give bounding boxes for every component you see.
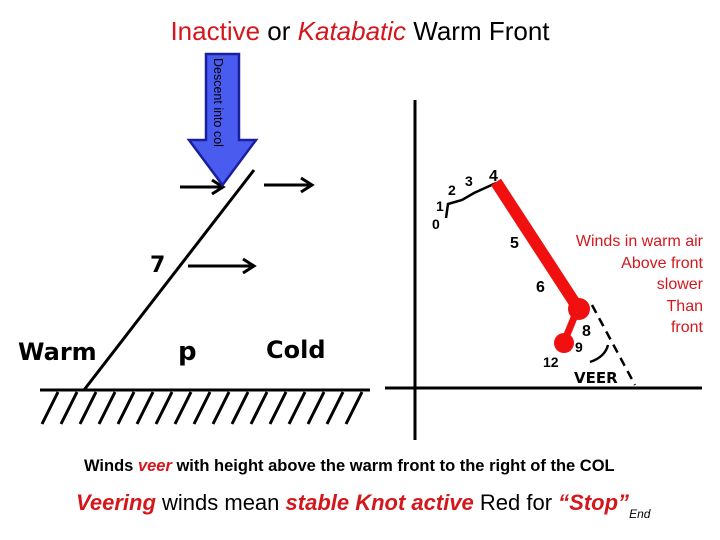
end-link[interactable]: End [629,507,651,521]
hodograph-labels: 0 1 2 3 4 5 6 8 9 12 [432,168,591,370]
note-line: Winds in warm air [575,233,703,250]
ground-hatch [97,391,117,425]
note-line: Above front [621,254,703,272]
point-label: 5 [510,235,519,252]
caption-stop: “Stop” [558,490,630,515]
point-label: 1 [436,198,444,214]
hodograph-trace [444,181,497,219]
height-label: 7 [150,253,165,278]
dashed-front-line [590,304,637,386]
veer-label: VEER [574,369,618,387]
ground-hatch [306,391,326,425]
title-inactive: Inactive [170,16,261,46]
point-label: 12 [543,354,559,370]
ground-hatch [249,391,269,425]
descent-label: Descent into col [211,58,225,147]
ground-hatch [287,391,307,425]
point-label: 3 [465,173,473,189]
ground-hatch [59,391,79,425]
wind-arrow [180,178,226,196]
ground-hatch [192,391,212,425]
caption-text: Winds [84,457,138,475]
warm-label: Warm [18,338,97,366]
ground-hatch [211,391,231,425]
caption-veer-word: veer [137,457,172,475]
point-label: 8 [582,323,591,340]
cold-label: Cold [266,336,326,364]
title-warm-front: Warm Front [406,16,550,46]
caption-veering: Veering winds mean stable Knot active Re… [76,490,650,521]
caption-text: Red for [473,490,559,515]
hodograph-axes [385,100,702,440]
descent-arrow: Descent into col [186,52,259,188]
caption-veering-word: Veering [76,490,156,515]
caption-text: winds mean [155,490,286,515]
ground-hatch [268,391,288,425]
red-point [554,333,574,353]
ground-hatch [325,391,345,425]
point-label: 0 [432,216,440,232]
wind-arrow [188,257,257,275]
point-label: 6 [536,279,545,296]
note-line: Than [666,297,703,315]
title-or: or [260,16,298,46]
note-line: slower [656,276,703,294]
pressure-label: p [178,337,197,367]
ground-hatch [154,391,174,425]
slide-title: Inactive or Katabatic Warm Front [0,16,720,47]
ground [40,388,370,425]
red-point [568,298,590,320]
ground-hatch [135,391,155,425]
ground-hatch [230,391,250,425]
ground-hatch [40,391,60,425]
title-katabatic: Katabatic [297,16,407,46]
note-winds-warm-air: Winds in warm air Above front slower Tha… [576,231,703,339]
caption-veer: Winds veer with height above the warm fr… [84,457,615,476]
point-label: 2 [448,182,456,198]
note-line: front [670,319,703,337]
point-label: 9 [575,339,583,355]
point-label: 4 [489,168,498,185]
front-surface [82,169,256,391]
veer-arc-arrow [589,344,610,364]
ground-hatch [173,391,193,425]
ground-hatch [78,391,98,425]
caption-stable-knot-active: stable Knot active [285,490,474,515]
red-hodograph-line [490,178,584,312]
caption-text: with height above the warm front to the … [171,457,615,475]
ground-hatch [116,391,136,425]
ground-hatch [344,391,364,425]
wind-arrow [264,176,315,194]
